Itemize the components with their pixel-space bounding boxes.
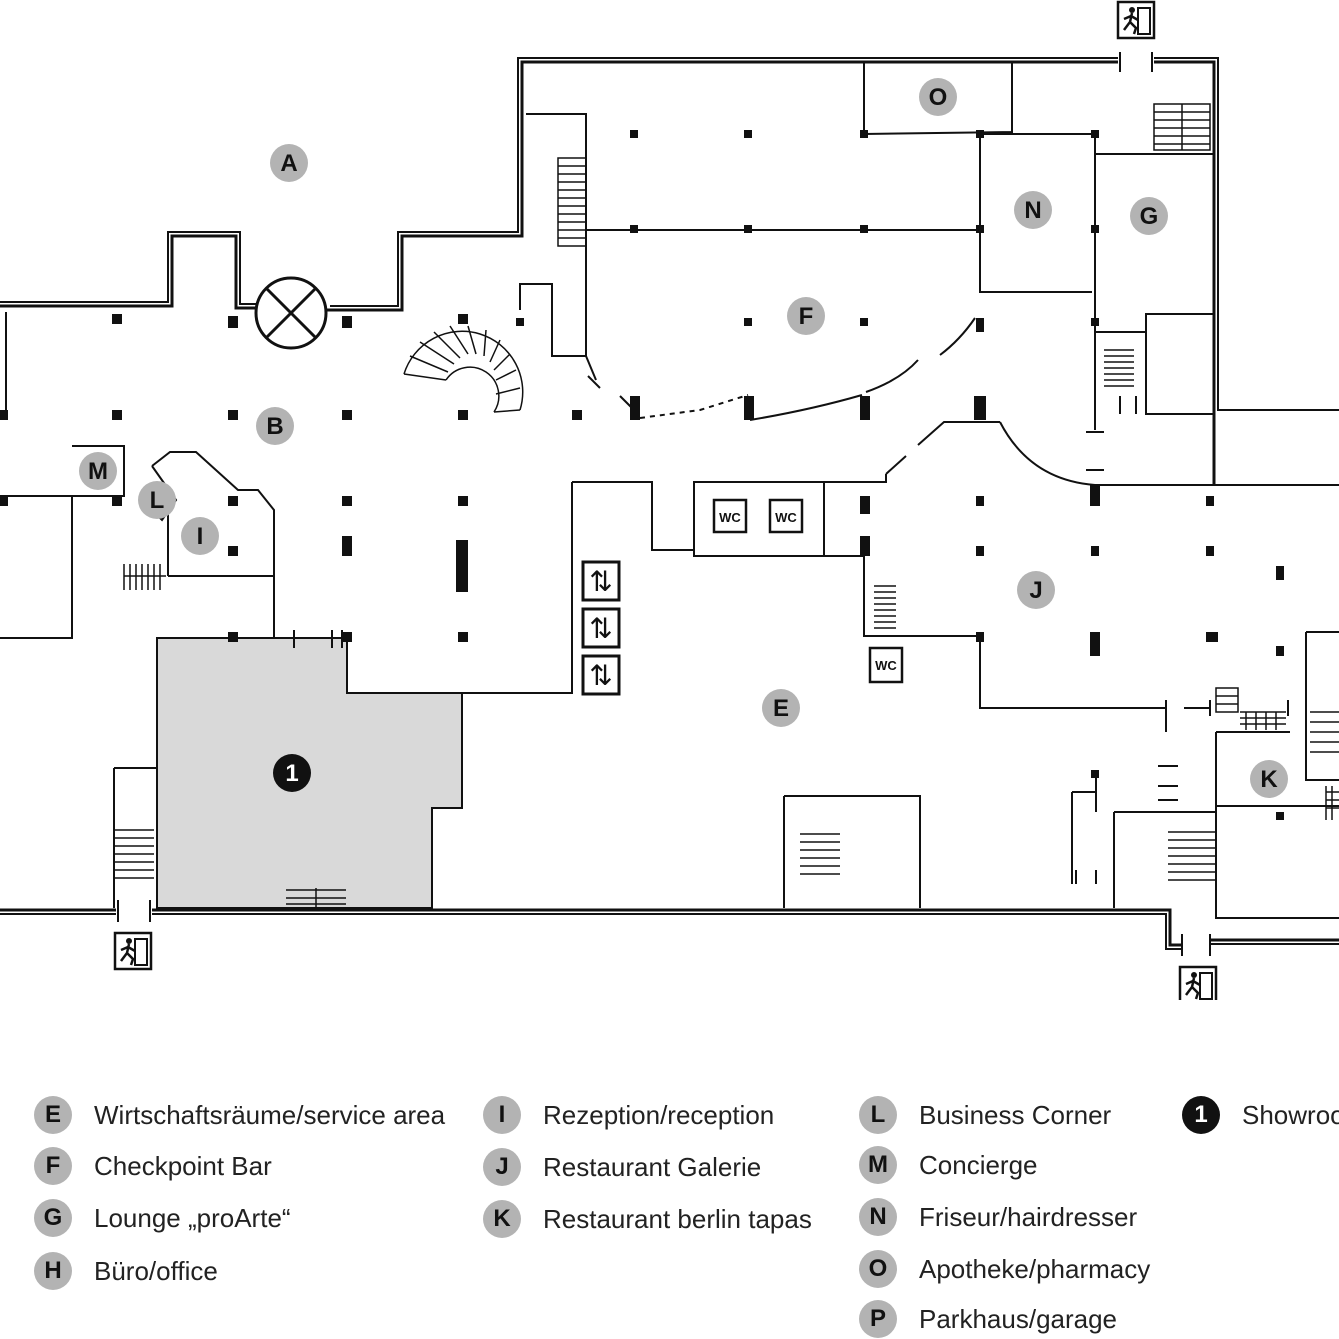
svg-text:E: E bbox=[773, 695, 789, 722]
room-label-i: I bbox=[181, 517, 219, 555]
legend-label: Wirtschaftsräume/service area bbox=[94, 1099, 446, 1130]
legend-badge: N bbox=[859, 1198, 897, 1236]
legend-item-l: L Business Corner bbox=[859, 1095, 1111, 1135]
legend-label: Restaurant Galerie bbox=[543, 1151, 762, 1182]
legend-label: Büro/office bbox=[94, 1255, 218, 1286]
legend-label: Apotheke/pharmacy bbox=[919, 1253, 1151, 1284]
svg-text:O: O bbox=[929, 84, 948, 111]
elevators: ⇅ ⇅ ⇅ bbox=[581, 560, 621, 696]
legend-item-n: N Friseur/hairdresser bbox=[859, 1197, 1137, 1237]
svg-text:N: N bbox=[1024, 197, 1041, 224]
legend-item-f: F Checkpoint Bar bbox=[34, 1146, 272, 1186]
legend-item-1: 1 Showroom bbox=[1182, 1095, 1339, 1135]
room-label-e: E bbox=[762, 689, 800, 727]
svg-text:G: G bbox=[1140, 203, 1159, 230]
wc-label: WC bbox=[719, 510, 741, 525]
svg-text:L: L bbox=[150, 487, 165, 514]
legend-item-p: P Parkhaus/garage bbox=[859, 1299, 1117, 1339]
elevator-icon: ⇅ bbox=[589, 612, 612, 645]
room-label-n: N bbox=[1014, 191, 1052, 229]
legend-badge: K bbox=[483, 1200, 521, 1238]
emergency-exit-icon bbox=[1116, 0, 1156, 40]
emergency-exit-icon bbox=[113, 931, 153, 971]
legend-badge: L bbox=[859, 1096, 897, 1134]
legend-label: Lounge „proArte“ bbox=[94, 1202, 291, 1233]
room-labels: A B E F G I J K L M N O 1 bbox=[79, 78, 1288, 798]
room-label-o: O bbox=[919, 78, 957, 116]
room-label-f: F bbox=[787, 297, 825, 335]
legend-label: Parkhaus/garage bbox=[919, 1303, 1118, 1334]
legend-badge: E bbox=[34, 1096, 72, 1134]
svg-text:B: B bbox=[266, 413, 283, 440]
legend-badge: G bbox=[34, 1199, 72, 1237]
wc-label: WC bbox=[875, 658, 897, 673]
room-label-a: A bbox=[270, 144, 308, 182]
room-label-m: M bbox=[79, 452, 117, 490]
stairs bbox=[114, 103, 1339, 908]
legend-badge: F bbox=[34, 1147, 72, 1185]
map-legend: E Wirtschaftsräume/service area F Checkp… bbox=[0, 1085, 1339, 1339]
legend-item-e: E Wirtschaftsräume/service area bbox=[34, 1095, 445, 1135]
svg-text:F: F bbox=[799, 303, 814, 330]
legend-item-i: I Rezeption/reception bbox=[483, 1095, 774, 1135]
legend-item-m: M Concierge bbox=[859, 1145, 1038, 1185]
legend-label: Friseur/hairdresser bbox=[919, 1201, 1138, 1232]
columns bbox=[0, 130, 1284, 820]
svg-text:M: M bbox=[88, 458, 108, 485]
room-label-b: B bbox=[256, 407, 294, 445]
legend-label: Checkpoint Bar bbox=[94, 1150, 272, 1181]
wc-boxes: WC WC WC bbox=[712, 498, 904, 684]
svg-text:1: 1 bbox=[285, 760, 298, 787]
legend-badge: H bbox=[34, 1252, 72, 1290]
skylight-symbol bbox=[254, 276, 328, 350]
legend-badge: O bbox=[859, 1250, 897, 1288]
svg-text:I: I bbox=[197, 523, 204, 550]
legend-badge: 1 bbox=[1182, 1096, 1220, 1134]
legend-label: Concierge bbox=[919, 1149, 1038, 1180]
legend-label: Showroom bbox=[1242, 1099, 1339, 1130]
room-label-1: 1 bbox=[273, 754, 311, 792]
elevator-icon: ⇅ bbox=[589, 659, 612, 692]
legend-badge: I bbox=[483, 1096, 521, 1134]
legend-item-g: G Lounge „proArte“ bbox=[34, 1198, 291, 1238]
legend-item-k: K Restaurant berlin tapas bbox=[483, 1199, 812, 1239]
legend-item-h: H Büro/office bbox=[34, 1251, 218, 1291]
legend-item-o: O Apotheke/pharmacy bbox=[859, 1249, 1150, 1289]
legend-label: Rezeption/reception bbox=[543, 1099, 775, 1130]
spiral-staircase bbox=[403, 325, 524, 413]
elevator-icon: ⇅ bbox=[589, 565, 612, 598]
emergency-exit-icon bbox=[1178, 965, 1218, 1000]
room-label-k: K bbox=[1250, 760, 1288, 798]
interior-walls bbox=[0, 62, 1339, 919]
floor-plan: ⇅ ⇅ ⇅ WC WC WC A bbox=[0, 0, 1339, 1000]
wc-label: WC bbox=[775, 510, 797, 525]
legend-badge: M bbox=[859, 1146, 897, 1184]
outer-walls bbox=[0, 57, 1339, 950]
svg-text:J: J bbox=[1029, 577, 1042, 604]
legend-item-j: J Restaurant Galerie bbox=[483, 1147, 761, 1187]
room-label-j: J bbox=[1017, 571, 1055, 609]
legend-badge: P bbox=[859, 1300, 897, 1338]
legend-label: Restaurant berlin tapas bbox=[543, 1203, 812, 1234]
emergency-exit-icons bbox=[113, 0, 1218, 1000]
legend-badge: J bbox=[483, 1148, 521, 1186]
svg-text:A: A bbox=[280, 150, 297, 177]
svg-text:K: K bbox=[1260, 766, 1278, 793]
room-label-l: L bbox=[138, 481, 176, 519]
room-label-g: G bbox=[1130, 197, 1168, 235]
legend-label: Business Corner bbox=[919, 1099, 1112, 1130]
